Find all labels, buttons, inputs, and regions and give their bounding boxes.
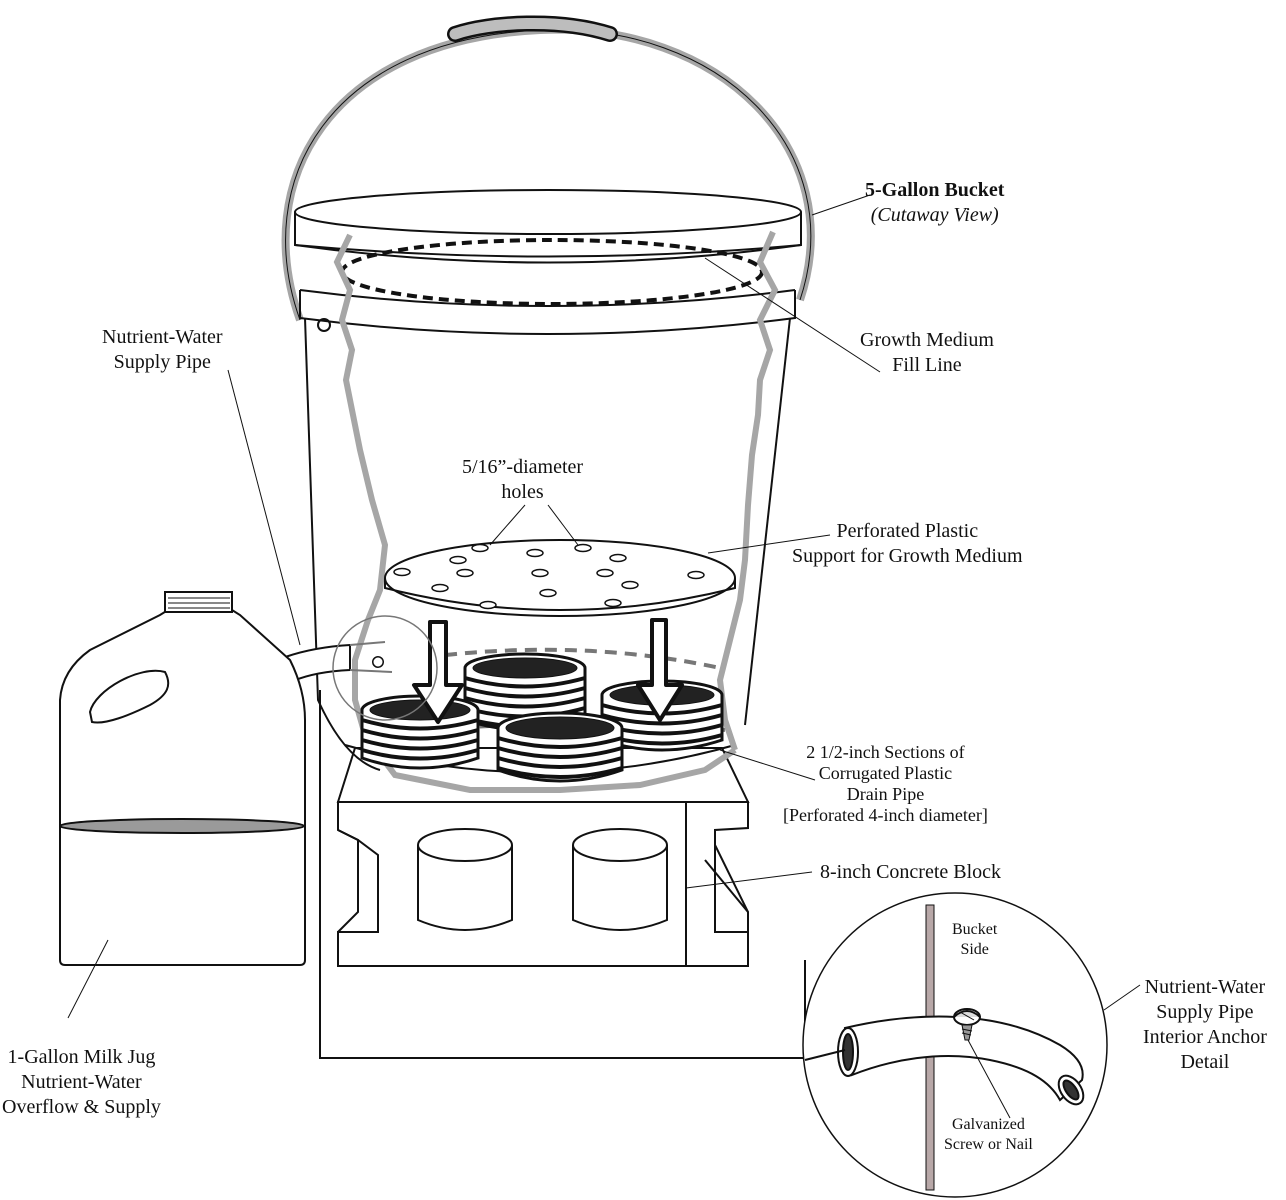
milk-jug <box>59 591 306 966</box>
label-fill-line-1: Growth Medium <box>860 329 994 351</box>
label-support-1: Perforated Plastic <box>836 520 979 542</box>
pipe-magnifier <box>332 615 438 721</box>
block-core-right <box>572 828 668 931</box>
arrow-down-left <box>412 620 464 724</box>
label-bucket-title: 5-Gallon Bucket <box>865 179 1005 201</box>
label-fill-line: Growth Medium Fill Line <box>860 328 994 378</box>
label-anchor-detail-4: Detail <box>1180 1051 1230 1073</box>
block-back-outline <box>319 690 806 1059</box>
label-holes-1: 5/16”-diameter <box>462 456 584 478</box>
support-holes <box>393 543 705 610</box>
label-holes-2: holes <box>501 481 544 503</box>
bucket-rim-top <box>294 189 802 235</box>
label-drain-1: 2 1/2-inch Sections of <box>806 742 965 762</box>
label-jug-1: 1-Gallon Milk Jug <box>7 1046 156 1068</box>
label-bucket: 5-Gallon Bucket (Cutaway View) <box>865 178 1004 228</box>
drain-pipe-front <box>496 711 624 783</box>
label-jug: 1-Gallon Milk Jug Nutrient-Water Overflo… <box>2 1045 161 1120</box>
label-fill-line-2: Fill Line <box>892 354 962 376</box>
block-core-left <box>417 828 513 931</box>
label-screw-2: Screw or Nail <box>944 1136 1033 1153</box>
label-holes: 5/16”-diameter holes <box>462 455 583 505</box>
label-supply-pipe-2: Supply Pipe <box>113 351 211 373</box>
arrow-down-right <box>636 618 684 722</box>
bucket-handle <box>281 25 815 322</box>
jug-water-surface <box>59 818 305 834</box>
bucket <box>281 15 815 793</box>
label-bucket-side-1: Bucket <box>952 921 998 938</box>
label-jug-3: Overflow & Supply <box>2 1096 161 1118</box>
label-block: 8-inch Concrete Block <box>820 860 1001 885</box>
label-supply-pipe: Nutrient-Water Supply Pipe <box>102 325 223 375</box>
pipe-anchor-screw-icon <box>372 656 384 668</box>
growth-medium-fill-line <box>340 238 764 306</box>
jug-handle-opening <box>88 669 170 724</box>
label-anchor-detail-2: Supply Pipe <box>1156 1001 1254 1023</box>
label-bucket-side: Bucket Side <box>952 920 997 960</box>
label-support-2: Support for Growth Medium <box>792 545 1023 567</box>
cutaway-edge-left <box>333 233 737 793</box>
perforated-support <box>384 539 736 617</box>
label-supply-pipe-1: Nutrient-Water <box>102 326 223 348</box>
label-bucket-subtitle: (Cutaway View) <box>870 204 999 226</box>
drain-pipe-left <box>360 694 480 770</box>
label-anchor-detail-3: Interior Anchor <box>1143 1026 1267 1048</box>
cutaway-edge-right <box>716 230 779 751</box>
screw-icon <box>953 1008 981 1041</box>
label-jug-2: Nutrient-Water <box>21 1071 142 1093</box>
label-drain-4: [Perforated 4-inch diameter] <box>783 805 988 825</box>
jug-cap <box>164 591 233 613</box>
label-screw-1: Galvanized <box>952 1116 1025 1133</box>
label-block-text: 8-inch Concrete Block <box>820 861 1002 883</box>
label-screw: Galvanized Screw or Nail <box>944 1115 1033 1155</box>
label-support: Perforated Plastic Support for Growth Me… <box>792 519 1023 569</box>
label-drain-2: Corrugated Plastic <box>818 763 953 783</box>
drain-pipe-sections <box>360 618 726 783</box>
label-drain: 2 1/2-inch Sections of Corrugated Plasti… <box>783 742 988 826</box>
leader-lines <box>67 194 1141 1119</box>
label-drain-3: Drain Pipe <box>846 784 925 804</box>
anchor-detail <box>802 892 1108 1198</box>
label-anchor-detail: Nutrient-Water Supply Pipe Interior Anch… <box>1143 975 1267 1075</box>
label-anchor-detail-1: Nutrient-Water <box>1144 976 1266 998</box>
label-bucket-side-2: Side <box>960 941 989 958</box>
